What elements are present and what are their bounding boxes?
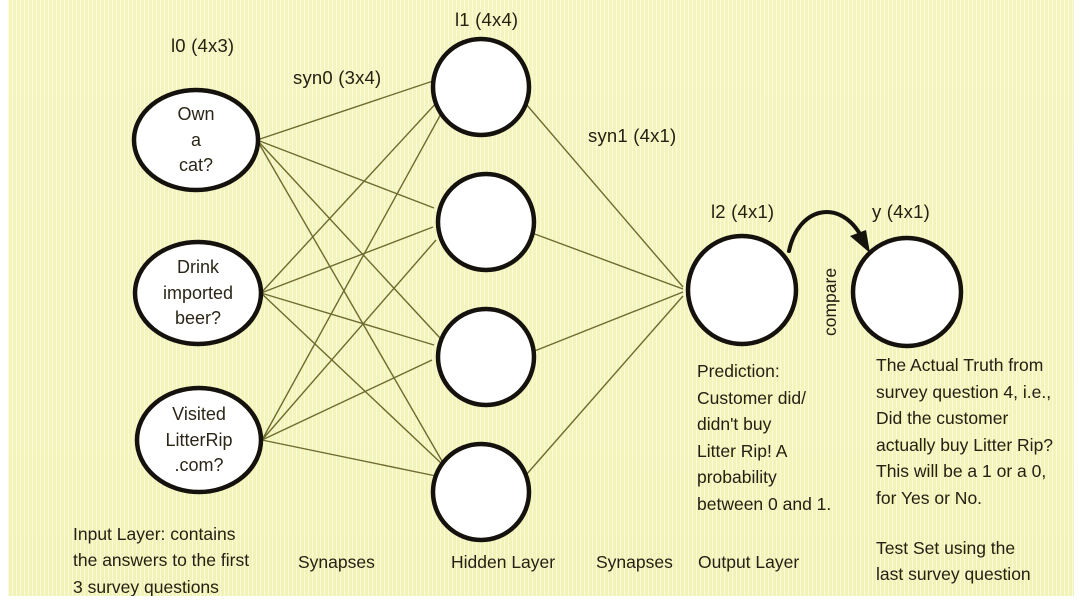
input-node-label-own-a-cat: Own a cat? xyxy=(177,104,215,176)
label-hidden-matrix: l1 (4x4) xyxy=(455,9,519,30)
caption-test-set: Test Set using the last survey question xyxy=(876,538,1031,585)
synapse-i1-h4 xyxy=(256,139,447,469)
caption-synapses-left: Synapses xyxy=(298,552,375,572)
label-syn1-matrix: syn1 (4x1) xyxy=(588,125,677,146)
compare-arrow xyxy=(787,210,870,253)
caption-input-layer: Input Layer: contains the answers to the… xyxy=(73,524,250,596)
compare-arrow-curve xyxy=(787,210,862,253)
synapse-i3-h4 xyxy=(261,439,437,477)
compare-label: compare xyxy=(820,267,840,336)
synapse-h1-out xyxy=(525,103,684,288)
input-node-label-drink-imported-beer: Drink imported beer? xyxy=(162,257,234,329)
synapse-i2-h3 xyxy=(260,292,435,346)
synapse-h4-out xyxy=(525,295,684,476)
label-truth-matrix: y (4x1) xyxy=(872,201,930,222)
synapse-i1-h1 xyxy=(256,78,440,141)
hidden-node-1[interactable] xyxy=(430,36,532,138)
label-syn0-matrix: syn0 (3x4) xyxy=(293,67,382,88)
synapse-group-syn0 xyxy=(256,78,447,477)
label-input-matrix: l0 (4x3) xyxy=(171,35,235,56)
synapse-i2-h1 xyxy=(260,99,440,294)
synapse-h2-out xyxy=(531,232,684,290)
input-node-own-a-cat[interactable] xyxy=(131,87,261,193)
input-node-drink-imported-beer[interactable] xyxy=(132,239,264,347)
output-node-truth[interactable] xyxy=(850,235,964,349)
synapse-group-syn1 xyxy=(525,103,684,476)
compare-arrow-head xyxy=(850,230,870,253)
synapse-i3-h2 xyxy=(261,239,437,441)
synapse-i3-h1 xyxy=(261,111,443,441)
output-layer-nodes xyxy=(685,233,964,349)
label-output-matrix: l2 (4x1) xyxy=(711,201,775,222)
synapse-i2-h4 xyxy=(260,292,443,465)
hidden-layer-nodes xyxy=(430,36,537,543)
synapse-i2-h2 xyxy=(260,226,434,294)
network-graphics xyxy=(131,36,964,543)
synapse-h3-out xyxy=(531,291,684,353)
caption-output-layer: Output Layer xyxy=(698,552,800,572)
caption-hidden-layer: Hidden Layer xyxy=(451,552,556,572)
caption-synapses-right: Synapses xyxy=(596,552,673,572)
input-node-visited-litterrip-com[interactable] xyxy=(134,385,264,495)
synapse-i1-h3 xyxy=(256,139,441,339)
hidden-node-4[interactable] xyxy=(430,441,532,543)
input-node-label-visited-litterrip-com: Visited LitterRip .com? xyxy=(165,404,233,476)
synapse-i3-h3 xyxy=(261,359,433,441)
truth-description: The Actual Truth from survey question 4,… xyxy=(876,355,1054,508)
synapse-i1-h2 xyxy=(256,139,435,209)
diagram-canvas: l0 (4x3) syn0 (3x4) l1 (4x4) syn1 (4x1) … xyxy=(8,0,1074,596)
input-layer-nodes xyxy=(131,87,264,495)
prediction-description: Prediction: Customer did/ didn't buy Lit… xyxy=(697,361,832,514)
output-node-prediction[interactable] xyxy=(685,233,799,347)
hidden-node-2[interactable] xyxy=(435,171,537,273)
hidden-node-3[interactable] xyxy=(435,306,537,408)
